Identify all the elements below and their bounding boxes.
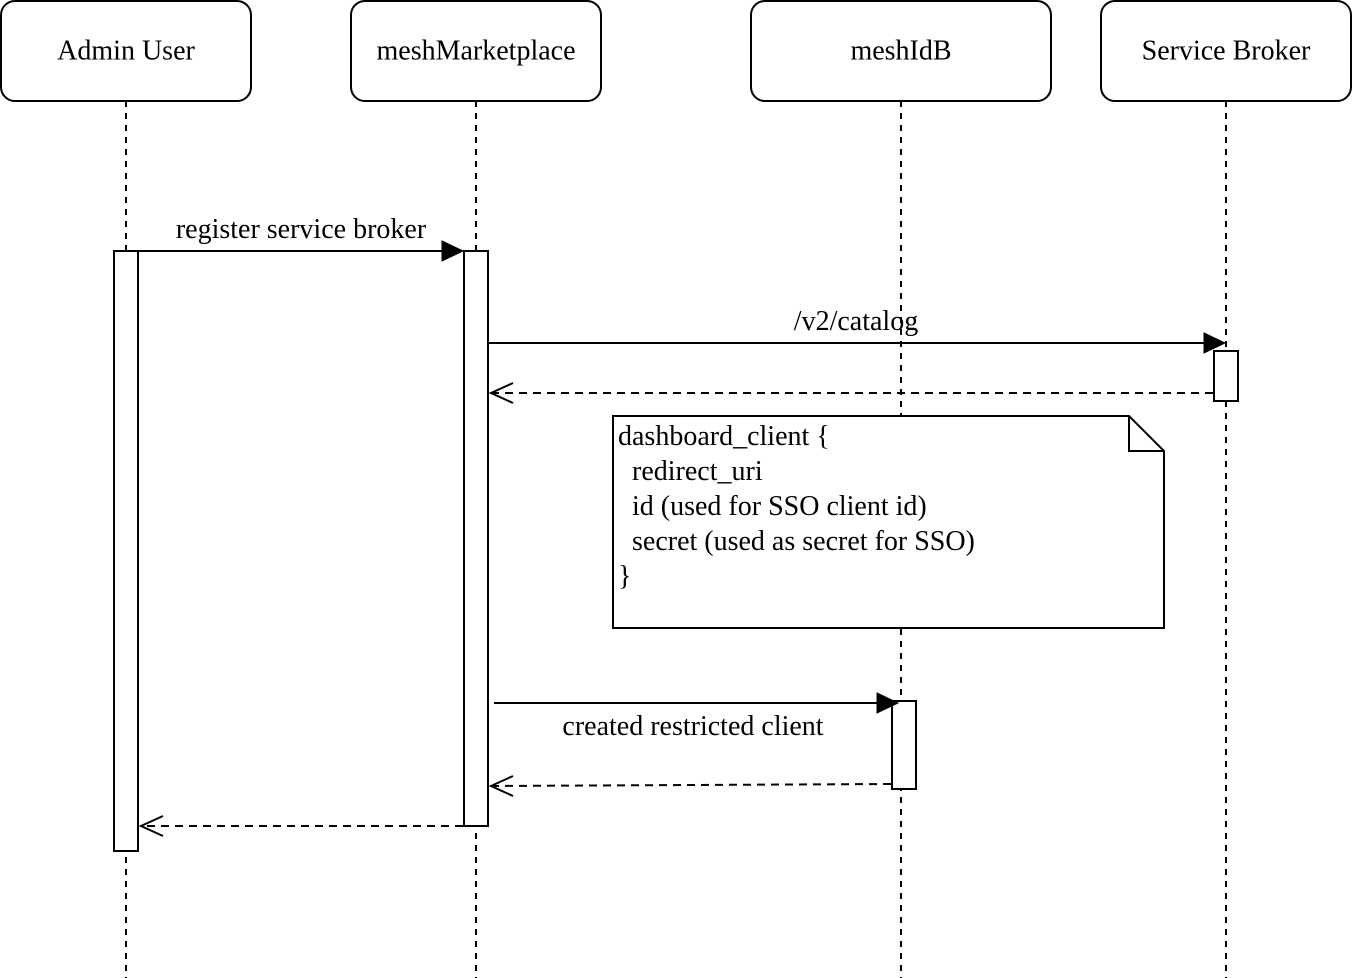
participant-admin-user[interactable]: Admin User [0,0,252,102]
activation-service-broker [1213,350,1239,402]
message-catalog-return[interactable] [488,382,1213,404]
participant-mesh-idb[interactable]: meshIdB [750,0,1052,102]
message-v2-catalog[interactable]: /v2/catalog [489,306,1227,354]
participant-label: meshIdB [850,35,951,66]
participant-label: Admin User [57,35,195,66]
message-label: register service broker [176,214,427,245]
participant-label: meshMarketplace [376,35,575,66]
open-arrowhead-icon [488,382,514,404]
filled-arrowhead-icon [876,692,900,714]
message-create-client-return[interactable] [488,775,892,797]
open-arrowhead-icon [138,815,164,837]
note-line: id (used for SSO client id) [618,491,927,522]
message-created-restricted-client[interactable]: created restricted client [494,692,900,742]
note-line: } [618,561,631,592]
note-line: dashboard_client { [618,421,830,452]
note-line: redirect_uri [618,456,763,487]
message-label: /v2/catalog [794,306,918,337]
participant-mesh-marketplace[interactable]: meshMarketplace [350,0,602,102]
activation-mesh-marketplace [463,250,489,827]
open-arrowhead-icon [488,775,514,797]
message-register-return[interactable] [138,815,463,837]
activation-mesh-idb [891,700,917,790]
filled-arrowhead-icon [1203,332,1227,354]
participant-service-broker[interactable]: Service Broker [1100,0,1352,102]
message-label: created restricted client [562,711,823,742]
note-line: secret (used as secret for SSO) [618,526,975,557]
note-dashboard-client: dashboard_client { redirect_uri id (used… [612,415,1165,629]
message-register-service-broker[interactable]: register service broker [138,214,465,262]
activation-admin-user [113,250,139,852]
participant-label: Service Broker [1142,35,1311,66]
filled-arrowhead-icon [441,240,465,262]
